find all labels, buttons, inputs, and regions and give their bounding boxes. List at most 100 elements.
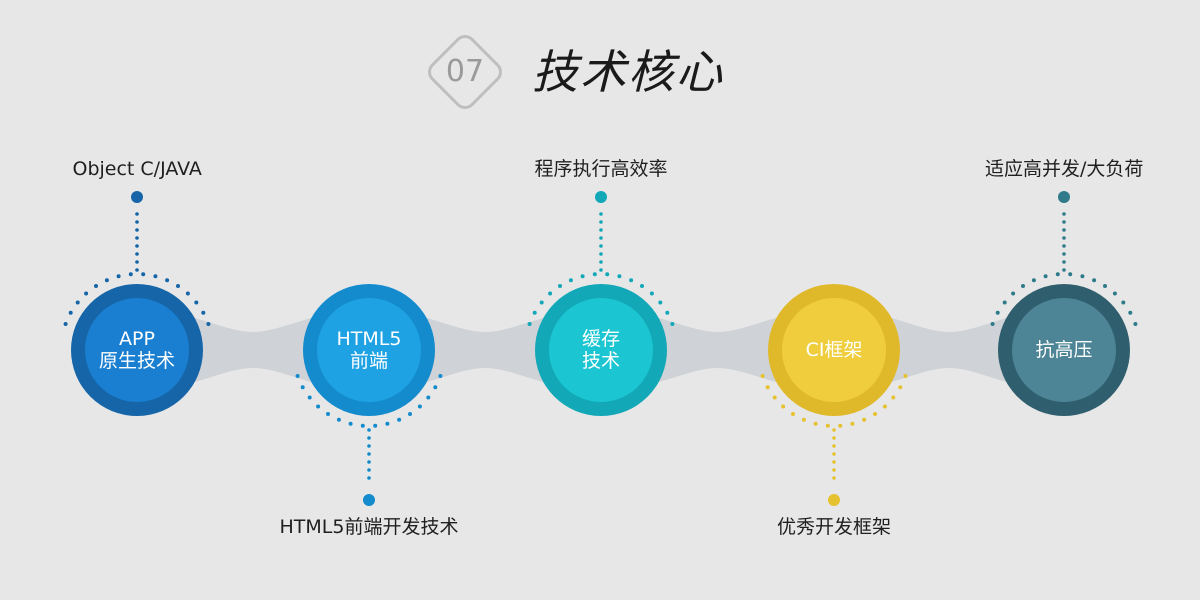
arc-dot [348, 421, 353, 426]
leader-dot [367, 428, 371, 432]
node-1 [63, 191, 211, 416]
leader-dot [832, 428, 836, 432]
node-4 [760, 284, 908, 506]
arc-dot [1002, 300, 1007, 305]
leader-dot [599, 212, 603, 216]
arc-dot [882, 404, 887, 409]
arc-dot [838, 423, 843, 428]
node-label-line: 前端 [349, 350, 388, 372]
arc-dot [408, 412, 412, 416]
arc-dot [791, 412, 795, 416]
leader-dot [135, 252, 139, 256]
leader-dot [832, 444, 836, 448]
arc-dot [640, 284, 644, 288]
leader-dot [1062, 228, 1066, 232]
leader-dot [599, 268, 603, 272]
node-label: CI框架 [774, 320, 894, 380]
leader-dot [367, 468, 371, 472]
leader-dot [599, 252, 603, 256]
leader-dot [367, 444, 371, 448]
arc-dot [658, 300, 663, 305]
arc-dot [825, 423, 830, 428]
arc-dot [1021, 284, 1025, 288]
leader-dot [599, 260, 603, 264]
arc-dot [307, 395, 312, 400]
leader-dot [135, 220, 139, 224]
section-number: 07 [445, 54, 485, 89]
node-inner-circle [1012, 298, 1116, 402]
arc-dot [670, 322, 675, 326]
leader-endpoint [131, 191, 143, 203]
leader-dot [135, 212, 139, 216]
arc-dot [605, 272, 610, 277]
arc-dot [438, 374, 443, 378]
arc-dot [75, 300, 80, 305]
arc-dot [558, 284, 562, 288]
leader-dot [367, 452, 371, 456]
leader-dot [599, 220, 603, 224]
arc-dot [990, 322, 995, 326]
arc-dot [903, 374, 908, 378]
leader-dot [1062, 244, 1066, 248]
arc-dot [194, 300, 199, 305]
arc-dot [862, 417, 867, 422]
arc-dot [527, 322, 532, 326]
arc-dot [316, 404, 321, 409]
arc-dot [539, 300, 544, 305]
arc-dot [84, 291, 89, 296]
leader-dot [1062, 268, 1066, 272]
arc-dot [426, 395, 431, 400]
arc-dot [772, 395, 777, 400]
node-3 [527, 191, 675, 416]
arc-dot [1121, 300, 1126, 305]
arc-dot [94, 284, 98, 288]
node-label: 抗高压 [1004, 320, 1124, 380]
arc-dot [580, 274, 585, 279]
arc-dot [385, 421, 390, 426]
node-inner-circle [549, 298, 653, 402]
leader-dot [832, 436, 836, 440]
arc-dot [1133, 322, 1138, 326]
arc-dot [1068, 272, 1073, 277]
arc-dot [433, 385, 438, 390]
leader-dot [599, 228, 603, 232]
arc-dot [206, 322, 211, 326]
arc-dot [360, 423, 365, 428]
node-caption: HTML5前端开发技术 [279, 516, 459, 538]
arc-dot [1080, 274, 1085, 279]
leader-dot [832, 452, 836, 456]
arc-dot [665, 310, 670, 315]
node-5 [990, 191, 1138, 416]
node-label-line: 原生技术 [98, 350, 175, 372]
leader-dot [367, 460, 371, 464]
arc-dot [617, 274, 622, 279]
leader-endpoint [1058, 191, 1070, 203]
node-caption: 优秀开发框架 [777, 516, 892, 538]
leader-dot [1062, 220, 1066, 224]
leader-dot [135, 236, 139, 240]
section-badge: 07 [418, 25, 512, 119]
node-inner-circle [317, 298, 421, 402]
arc-dot [995, 310, 1000, 315]
arc-dot [201, 310, 206, 315]
arc-dot [1031, 278, 1036, 283]
arc-dot [873, 412, 877, 416]
leader-endpoint [828, 494, 840, 506]
node-inner-circle [782, 298, 886, 402]
arc-dot [548, 291, 553, 296]
arc-dot [153, 274, 158, 279]
node-caption: Object C/JAVA [72, 158, 202, 180]
arc-dot [898, 385, 903, 390]
leader-dot [832, 460, 836, 464]
page-title: 技术核心 [532, 45, 724, 99]
node-caption: 程序执行高效率 [534, 158, 668, 180]
arc-dot [116, 274, 121, 279]
leader-endpoint [363, 494, 375, 506]
arc-dot [813, 421, 818, 426]
node-label: 缓存技术 [541, 320, 661, 380]
node-caption: 适应高并发/大负荷 [985, 158, 1144, 180]
arc-dot [891, 395, 896, 400]
leader-dot [1062, 212, 1066, 216]
